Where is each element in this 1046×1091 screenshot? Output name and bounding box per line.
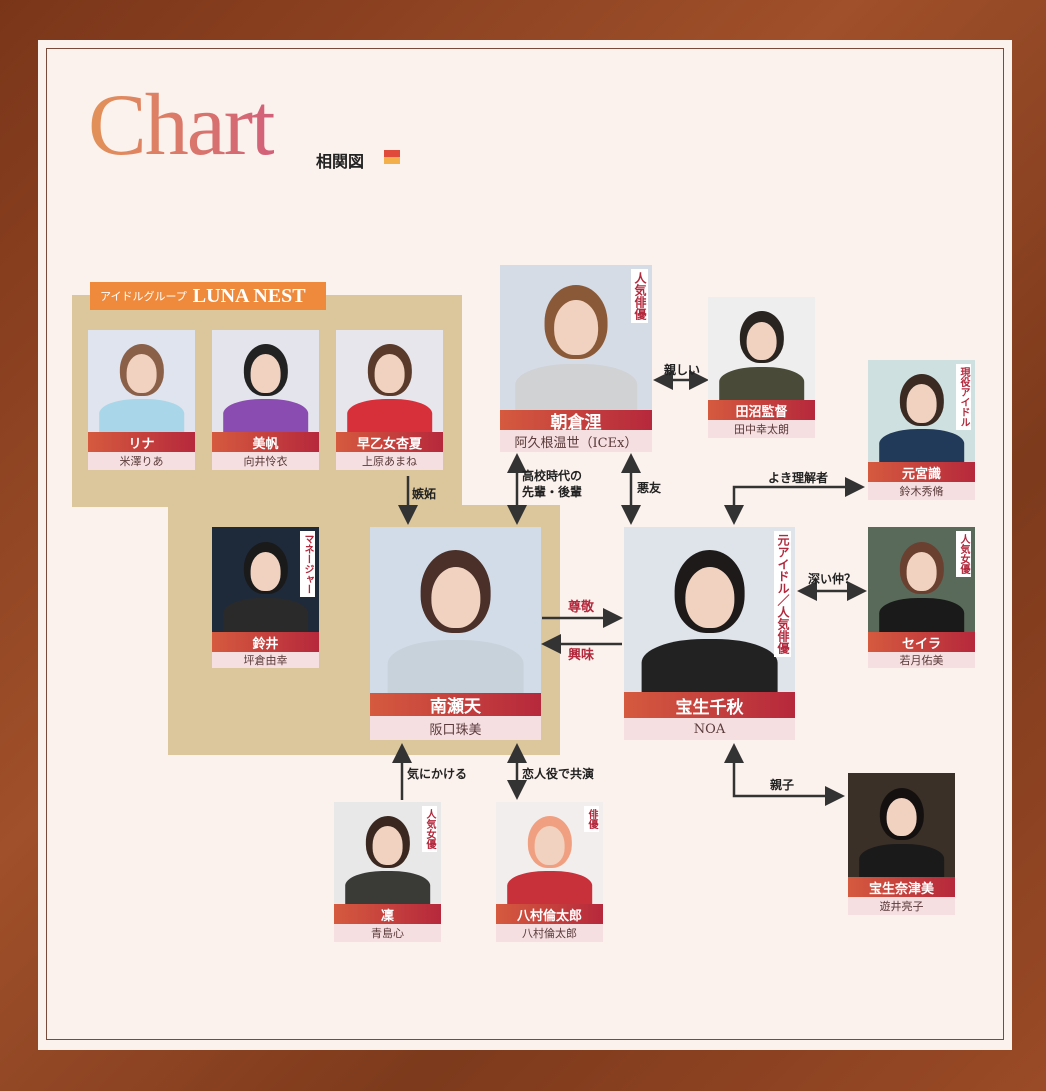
character-card-suzui[interactable]: 鈴井 坪倉由幸 マネージャー	[212, 527, 319, 668]
role-tag: 人気女優	[422, 806, 437, 852]
character-photo	[370, 527, 541, 693]
character-card-motomiya[interactable]: 元宮識 鈴木秀脩 現役アイドル	[868, 360, 975, 500]
character-card-minase[interactable]: 南瀬天 阪口珠美	[370, 527, 541, 740]
actor-name: 遊井亮子	[848, 897, 955, 915]
character-photo	[708, 297, 815, 400]
relation-label-respect: 尊敬	[568, 600, 595, 615]
character-card-rina[interactable]: リナ 米澤りあ	[88, 330, 195, 470]
character-name: 鈴井	[212, 632, 319, 652]
actor-name: 若月佑美	[868, 652, 975, 668]
actor-name: 青島心	[334, 924, 441, 942]
role-tag: マネージャー	[300, 531, 315, 597]
character-card-rin[interactable]: 凜 青島心 人気女優	[334, 802, 441, 942]
character-card-asakura[interactable]: 朝倉浬 阿久根温世（ICEx） 人気俳優	[500, 265, 652, 452]
actor-name: 向井怜衣	[212, 452, 319, 470]
actor-name: 鈴木秀脩	[868, 482, 975, 500]
relation-label-parent: 親子	[770, 778, 795, 792]
character-photo	[848, 773, 955, 877]
character-name: 早乙女杏夏	[336, 432, 443, 452]
character-photo	[88, 330, 195, 432]
actor-name: 阿久根温世（ICEx）	[500, 430, 652, 452]
relation-label-care: 気にかける	[407, 767, 468, 781]
relation-label-close: 親しい	[664, 363, 701, 377]
character-card-yamura[interactable]: 八村倫太郎 八村倫太郎 俳優	[496, 802, 603, 942]
relation-label-akuyu: 悪友	[637, 481, 662, 495]
character-photo	[212, 330, 319, 432]
character-name: リナ	[88, 432, 195, 452]
actor-name: 上原あまね	[336, 452, 443, 470]
character-card-saotome[interactable]: 早乙女杏夏 上原あまね	[336, 330, 443, 470]
role-tag: 現役アイドル	[956, 364, 971, 430]
character-card-natsumi[interactable]: 宝生奈津美 遊井亮子	[848, 773, 955, 915]
character-card-housho[interactable]: 宝生千秋 NOA 元アイドル／人気俳優	[624, 527, 795, 740]
relation-label-deep: 深い仲？	[808, 572, 857, 586]
character-name: 田沼監督	[708, 400, 815, 420]
character-name: 宝生千秋	[624, 692, 795, 718]
actor-name: 阪口珠美	[370, 716, 541, 740]
character-name: 朝倉浬	[500, 410, 652, 433]
arrow-parent	[724, 743, 845, 806]
character-card-seira[interactable]: セイラ 若月佑美 人気女優	[868, 527, 975, 668]
arrow-understander	[724, 477, 865, 525]
character-name: 宝生奈津美	[848, 877, 955, 897]
character-photo	[500, 265, 652, 410]
character-photo	[336, 330, 443, 432]
group-prefix: アイドルグループ	[100, 290, 187, 303]
relation-label-senpai: 高校時代の 先輩・後輩	[522, 469, 583, 500]
character-name: 南瀬天	[370, 693, 541, 717]
actor-name: 坪倉由幸	[212, 652, 319, 668]
actor-name: 米澤りあ	[88, 452, 195, 470]
actor-name: NOA	[624, 718, 795, 740]
page-title: Chart	[88, 77, 276, 174]
role-tag: 俳優	[584, 806, 599, 832]
role-tag: 人気俳優	[630, 269, 648, 323]
decor-square-icon	[384, 150, 400, 164]
role-tag: 元アイドル／人気俳優	[773, 531, 791, 657]
character-card-miho[interactable]: 美帆 向井怜衣	[212, 330, 319, 470]
page-subtitle: 相関図	[316, 152, 365, 171]
actor-name: 田中幸太朗	[708, 420, 815, 438]
group-label: アイドルグループ LUNA NEST	[90, 282, 326, 310]
character-name: 八村倫太郎	[496, 904, 603, 924]
panel-border	[46, 48, 1004, 1040]
role-tag: 人気女優	[956, 531, 971, 577]
relation-label-jealousy: 嫉妬	[412, 487, 437, 501]
relation-label-costar: 恋人役で共演	[522, 767, 595, 781]
character-photo	[624, 527, 795, 692]
relation-label-interest: 興味	[568, 648, 595, 663]
group-name: LUNA NEST	[192, 284, 306, 307]
actor-name: 八村倫太郎	[496, 924, 603, 942]
character-name: 元宮識	[868, 462, 975, 482]
character-name: 凜	[334, 904, 441, 924]
character-name: セイラ	[868, 632, 975, 652]
character-card-tanuma[interactable]: 田沼監督 田中幸太朗	[708, 297, 815, 438]
character-name: 美帆	[212, 432, 319, 452]
relation-label-understander: よき理解者	[768, 471, 829, 485]
